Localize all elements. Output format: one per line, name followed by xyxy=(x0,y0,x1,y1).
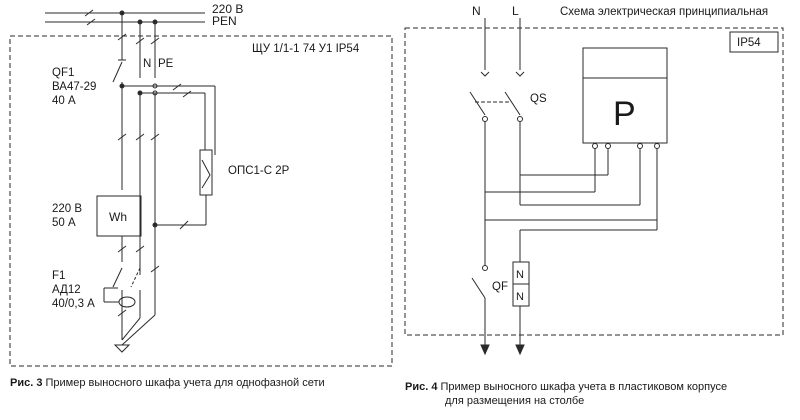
label-n: N xyxy=(143,58,151,70)
qs-label: QS xyxy=(530,93,547,105)
rcd-model: АД12 xyxy=(52,284,81,296)
fig3-meter xyxy=(96,195,142,237)
rcd-sensor xyxy=(118,296,136,308)
fig4-meter-label: P xyxy=(613,95,636,133)
fig3-caption-text: Пример выносного шкафа учета для однофаз… xyxy=(45,377,325,389)
rcd-switch xyxy=(112,267,123,288)
label-pe: PE xyxy=(158,58,174,70)
fig3-schematic xyxy=(9,9,393,367)
fig3-caption: Рис. 3 Пример выносного шкафа учета для … xyxy=(10,376,325,390)
fig4-caption: Рис. 4 Пример выносного шкафа учета в пл… xyxy=(405,380,727,408)
fig4-enclosure xyxy=(404,27,784,336)
surge-protector xyxy=(199,149,213,196)
fig4-caption-text-2: для размещения на столбе xyxy=(445,395,585,407)
qf1-label: QF1 xyxy=(52,67,74,79)
fig3-caption-number: Рис. 3 xyxy=(10,377,43,389)
fig4-label-l: L xyxy=(512,4,519,18)
fig4-schematic xyxy=(404,18,784,356)
fig4-heading: Схема электрическая принципиальная xyxy=(560,6,768,18)
rcd-label: F1 xyxy=(52,270,65,282)
bus-220-label: 220 В xyxy=(212,2,243,16)
bus-pen-label: PEN xyxy=(212,14,237,28)
rcd-rating: 40/0,3 А xyxy=(52,298,95,310)
fig3-enclosure xyxy=(9,35,393,367)
fig4-caption-text: Пример выносного шкафа учета в пластиков… xyxy=(440,381,728,393)
meter-current: 50 А xyxy=(52,217,76,229)
meter-voltage: 220 В xyxy=(52,203,82,215)
qf-label: QF xyxy=(492,281,508,293)
ip54-label: IP54 xyxy=(737,37,761,49)
meter-wh-label: Wh xyxy=(109,210,127,224)
ip54-box xyxy=(729,31,779,53)
surge-label: ОПС1-С 2Р xyxy=(228,165,290,177)
qs-switch-n xyxy=(469,91,486,116)
fig4-caption-number: Рис. 4 xyxy=(405,381,438,393)
terminal-n2-label: N xyxy=(516,291,524,303)
fig4-meter xyxy=(582,47,668,144)
qf1-model: ВА47-29 xyxy=(52,81,96,93)
qf1-rating: 40 А xyxy=(52,95,76,107)
qf-switch xyxy=(471,277,486,299)
terminal-n1-label: N xyxy=(516,269,524,281)
fig4-label-n: N xyxy=(472,4,481,18)
fig3-enclosure-title: ЩУ 1/1-1 74 У1 IP54 xyxy=(252,43,360,55)
qf1-switch xyxy=(112,61,123,83)
qs-switch-l xyxy=(504,91,521,116)
